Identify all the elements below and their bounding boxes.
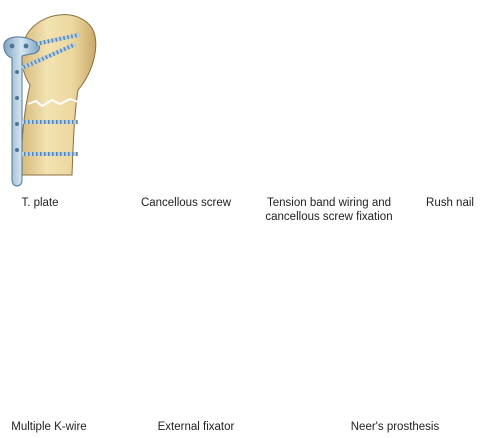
cortical-screws [21, 32, 80, 156]
t-plate [3, 36, 40, 187]
caption-tension-band-line1: Tension band wiring and [266, 197, 392, 209]
caption-rush-nail: Rush nail [426, 197, 474, 209]
humerus-bone [20, 14, 97, 176]
caption-cancellous-screw: Cancellous screw [140, 197, 232, 209]
fracture-line [27, 97, 79, 108]
screw-holes [9, 43, 29, 152]
caption-external-fixator: External fixator [157, 421, 235, 433]
caption-neers-prosthesis: Neer's prosthesis [350, 421, 440, 433]
t-plate-illustration [3, 14, 97, 187]
caption-tension-band: Tension band wiring and cancellous screw… [262, 196, 396, 224]
caption-multiple-k-wire: Multiple K-wire [11, 421, 87, 433]
caption-t-plate: T. plate [21, 197, 59, 209]
caption-tension-band-line2: cancellous screw fixation [265, 211, 393, 223]
